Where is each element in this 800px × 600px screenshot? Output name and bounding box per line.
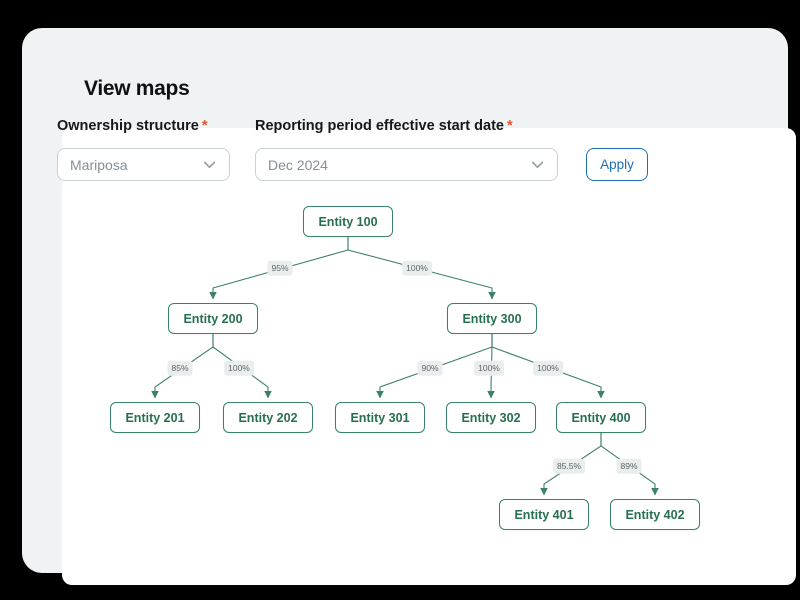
entity-node-402[interactable]: Entity 402 xyxy=(610,499,700,530)
required-asterisk: * xyxy=(506,118,513,134)
entity-node-300[interactable]: Entity 300 xyxy=(447,303,537,334)
page-title: View maps xyxy=(84,77,190,100)
entity-node-label: Entity 100 xyxy=(318,214,378,229)
ownership-structure-label-text: Ownership structure xyxy=(57,118,199,134)
entity-node-label: Entity 301 xyxy=(350,410,410,425)
entity-node-label: Entity 400 xyxy=(571,410,631,425)
entity-node-401[interactable]: Entity 401 xyxy=(499,499,589,530)
required-asterisk: * xyxy=(201,118,208,134)
entity-node-label: Entity 201 xyxy=(125,410,185,425)
chevron-down-icon xyxy=(202,157,217,172)
entity-node-label: Entity 202 xyxy=(238,410,298,425)
entity-node-label: Entity 401 xyxy=(514,507,574,522)
entity-node-201[interactable]: Entity 201 xyxy=(110,402,200,433)
reporting-period-select[interactable]: Dec 2024 xyxy=(255,148,558,181)
reporting-period-value: Dec 2024 xyxy=(268,156,328,173)
entity-node-label: Entity 200 xyxy=(183,311,243,326)
page-card: View maps xyxy=(22,28,796,585)
ownership-percentage-label: 100% xyxy=(402,260,432,276)
reporting-period-label: Reporting period effective start date* xyxy=(255,118,513,134)
entity-node-100[interactable]: Entity 100 xyxy=(303,206,393,237)
entity-node-label: Entity 302 xyxy=(461,410,521,425)
ownership-percentage-label: 89% xyxy=(616,458,642,474)
entity-node-301[interactable]: Entity 301 xyxy=(335,402,425,433)
ownership-percentage-label: 95% xyxy=(267,260,293,276)
chevron-down-icon xyxy=(530,157,545,172)
entity-node-200[interactable]: Entity 200 xyxy=(168,303,258,334)
ownership-percentage-label: 85% xyxy=(167,360,193,376)
ownership-structure-select[interactable]: Mariposa xyxy=(57,148,230,181)
ownership-structure-value: Mariposa xyxy=(70,156,128,173)
ownership-percentage-label: 100% xyxy=(224,360,254,376)
apply-button[interactable]: Apply xyxy=(586,148,648,181)
ownership-percentage-label: 100% xyxy=(533,360,563,376)
ownership-percentage-label: 100% xyxy=(474,360,504,376)
ownership-percentage-label: 90% xyxy=(417,360,443,376)
entity-node-label: Entity 402 xyxy=(625,507,685,522)
entity-node-302[interactable]: Entity 302 xyxy=(446,402,536,433)
entity-node-label: Entity 300 xyxy=(462,311,522,326)
ownership-structure-label: Ownership structure* xyxy=(57,118,207,134)
reporting-period-label-text: Reporting period effective start date xyxy=(255,118,504,134)
entity-node-202[interactable]: Entity 202 xyxy=(223,402,313,433)
entity-node-400[interactable]: Entity 400 xyxy=(556,402,646,433)
ownership-percentage-label: 85.5% xyxy=(552,458,586,474)
